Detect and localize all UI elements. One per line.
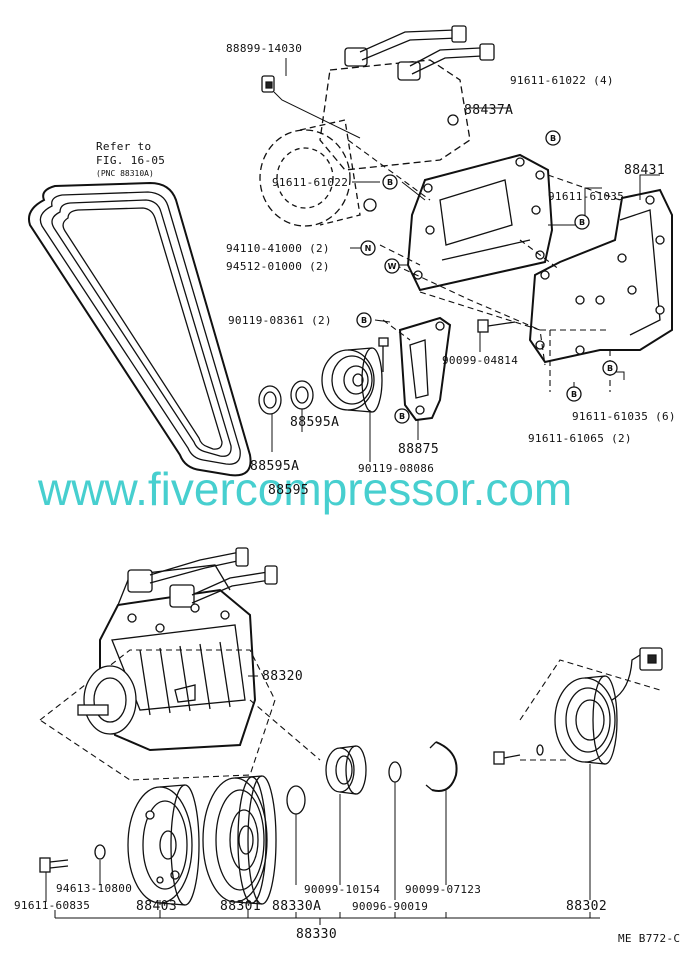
label-94110-41000: 94110-41000 (2) [226, 242, 330, 255]
reference-note: Refer to FIG. 16-05 (PNC 88310A) [96, 140, 165, 178]
label-88320: 88320 [262, 669, 303, 684]
label-88595a-1: 88595A [250, 459, 299, 474]
connector-88899 [261, 75, 361, 139]
callout-b-1: B [545, 130, 561, 146]
bearing-88595a-outer [258, 385, 282, 415]
label-91611-61022-4: 91611-61022 (4) [510, 74, 614, 87]
label-88595a-2: 88595A [290, 415, 339, 430]
label-91611-61035-6: 91611-61035 (6) [572, 410, 676, 423]
callout-n: N [360, 240, 376, 256]
callout-b-5: B [602, 360, 618, 376]
label-94512-01000: 94512-01000 (2) [226, 260, 330, 273]
bearing-88595a-inner [290, 380, 314, 410]
label-88437a: 88437A [464, 103, 513, 118]
idler-pulley [321, 347, 383, 413]
snap-ring-90099-07123 [425, 741, 458, 792]
label-88875: 88875 [398, 442, 439, 457]
label-88330: 88330 [296, 927, 337, 942]
callout-w: W [384, 258, 400, 274]
label-90096-90019: 90096-90019 [352, 900, 428, 913]
clutch-pulley-88301 [202, 775, 277, 905]
bracket-88431 [528, 188, 673, 364]
callout-b-3: B [574, 214, 590, 230]
svg-text:N: N [365, 244, 372, 253]
label-88330a: 88330A [272, 899, 321, 914]
svg-text:B: B [361, 316, 367, 325]
lower-compressor-body [39, 547, 278, 781]
label-94613-10800: 94613-10800 [56, 882, 132, 895]
page-code: ME B772-C [618, 932, 680, 945]
svg-text:B: B [607, 364, 613, 373]
callout-b-6: B [566, 386, 582, 402]
reference-line-2: FIG. 16-05 [96, 154, 165, 167]
small-bolt-88302 [493, 744, 544, 765]
field-coil-88302 [554, 647, 663, 765]
assembly-lines-lower [249, 659, 661, 761]
snap-ring-90096-90019 [388, 761, 402, 783]
label-88431: 88431 [624, 163, 665, 178]
upper-compressor-body [259, 25, 495, 227]
callout-b-2: B [382, 174, 398, 190]
bracket-88437a [406, 153, 554, 292]
clutch-hub-88403 [127, 784, 200, 906]
idler-bracket-88875 [398, 316, 452, 422]
label-88595: 88595 [268, 483, 309, 498]
label-88899-14030: 88899-14030 [226, 42, 302, 55]
label-90099-07123: 90099-07123 [405, 883, 481, 896]
svg-text:B: B [550, 134, 556, 143]
bolt-91611-60835 [39, 857, 69, 873]
callout-b-7: B [394, 408, 410, 424]
bolt-90119-08361 [378, 337, 389, 372]
watermark-text: www.fivercompressor.com [37, 463, 572, 515]
label-90099-04814: 90099-04814 [442, 354, 518, 367]
leader-lines [45, 58, 660, 925]
svg-text:B: B [399, 412, 405, 421]
reference-line-3: (PNC 88310A) [96, 169, 154, 178]
shim-94613-10800 [94, 844, 106, 860]
callout-b-4: B [356, 312, 372, 328]
svg-text:B: B [387, 178, 393, 187]
bolt-90099-04814 [477, 319, 516, 333]
label-90119-08086: 90119-08086 [358, 462, 434, 475]
svg-text:B: B [579, 218, 585, 227]
label-91611-61022: 91611-61022 [272, 176, 348, 189]
label-91611-60835: 91611-60835 [14, 899, 90, 912]
snap-ring-88330a [286, 785, 306, 815]
drive-belt [28, 181, 252, 477]
label-88403: 88403 [136, 899, 177, 914]
label-88301: 88301 [220, 899, 261, 914]
label-90099-10154: 90099-10154 [304, 883, 380, 896]
svg-text:B: B [571, 390, 577, 399]
bearing-90099-10154 [325, 745, 367, 795]
label-90119-08361: 90119-08361 (2) [228, 314, 332, 327]
label-88302: 88302 [566, 899, 607, 914]
label-91611-61035: 91611-61035 [548, 190, 624, 203]
assembly-lines-upper [347, 139, 621, 392]
reference-line-1: Refer to [96, 140, 151, 153]
label-91611-61065: 91611-61065 (2) [528, 432, 632, 445]
svg-text:W: W [388, 262, 397, 271]
